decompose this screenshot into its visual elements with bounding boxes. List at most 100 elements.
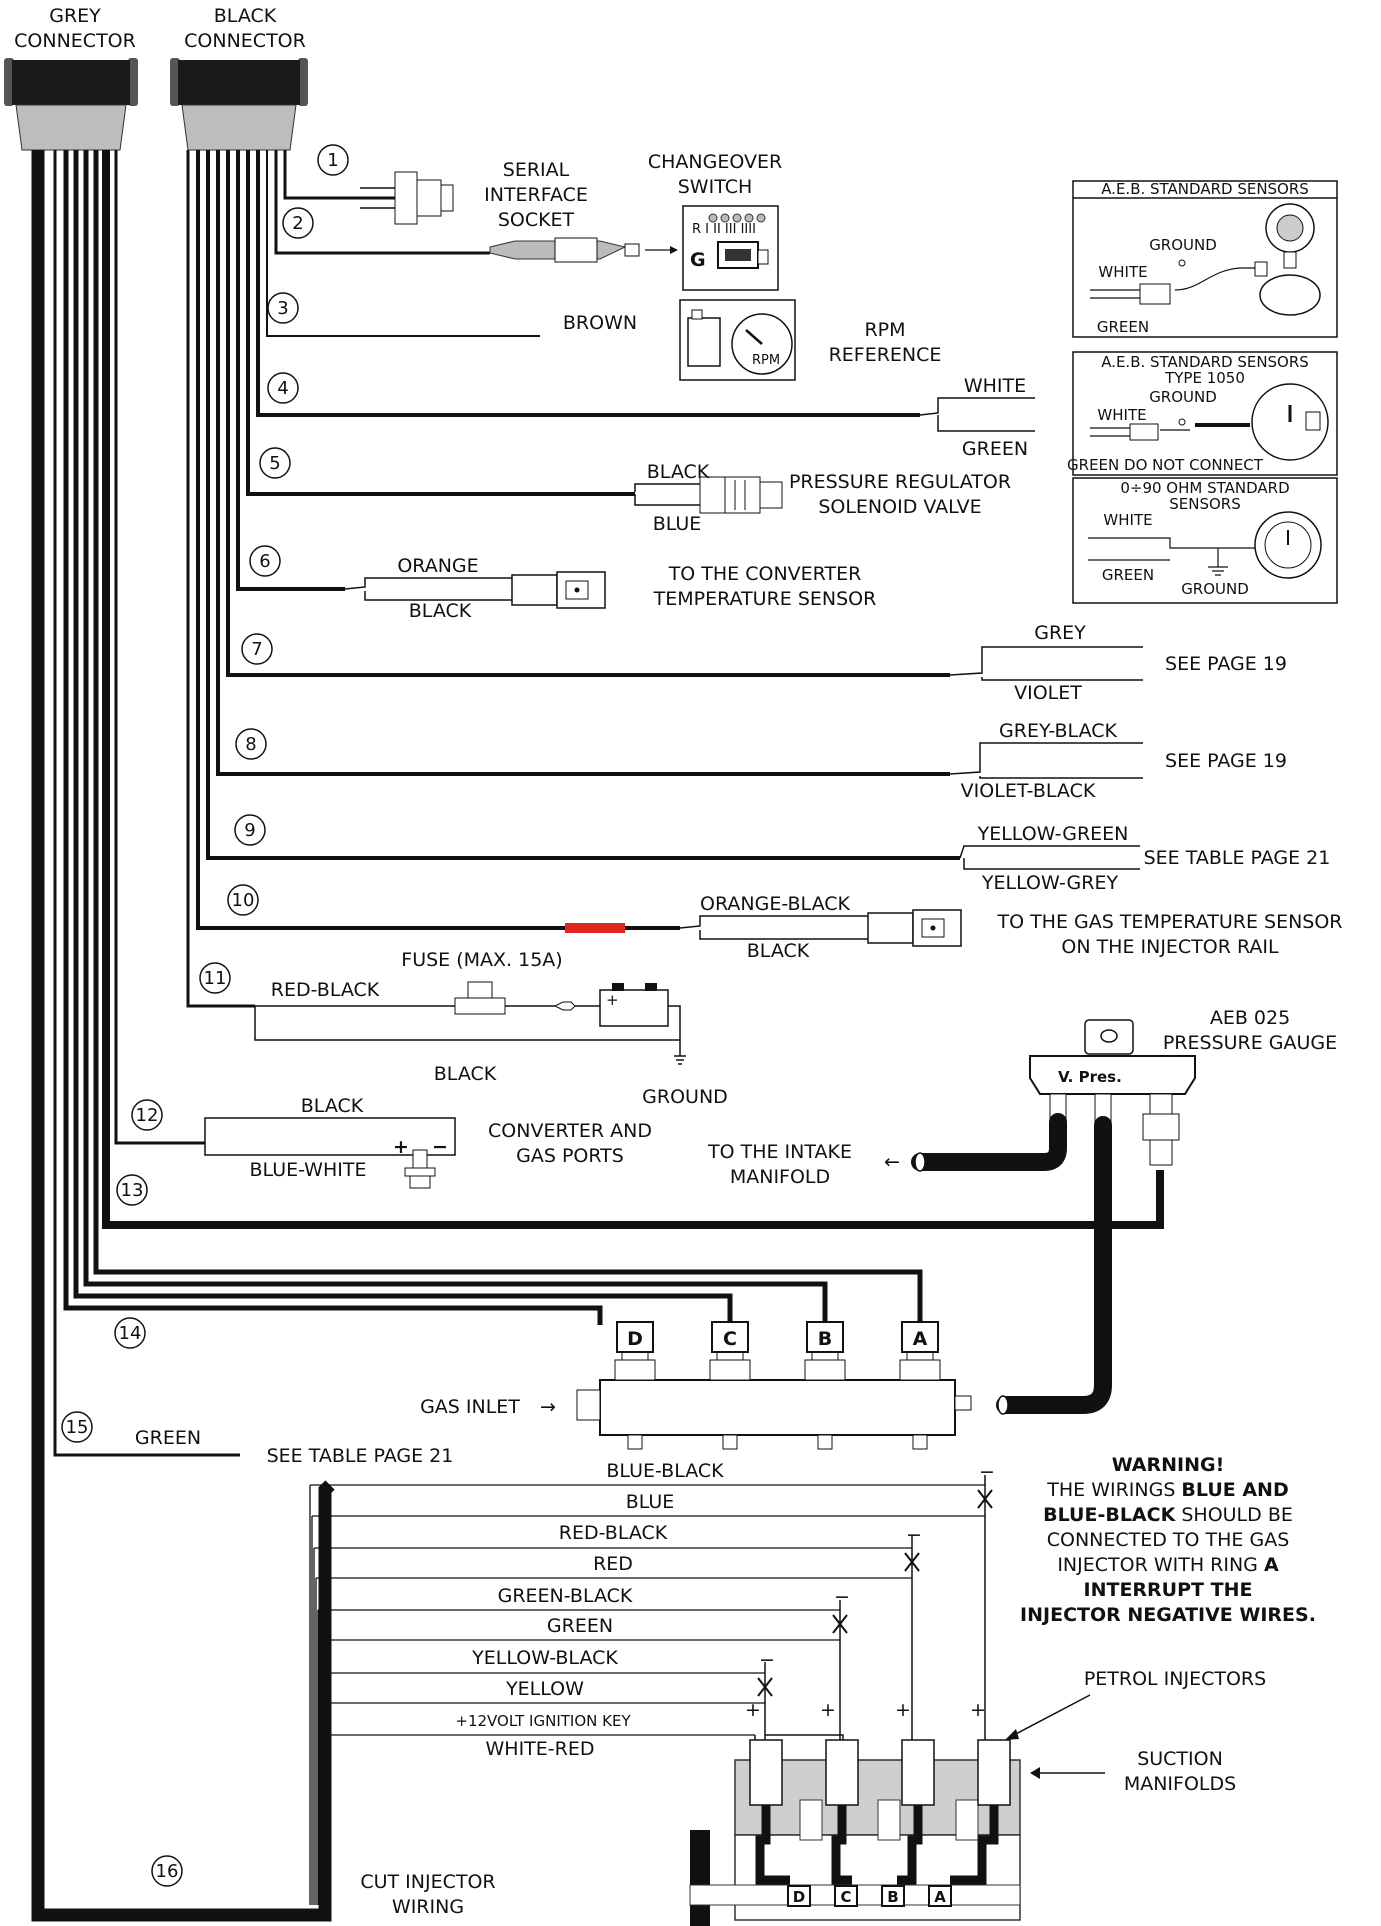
inj-wire-yellow: YELLOW xyxy=(505,1678,584,1700)
wire4-white-label: WHITE xyxy=(964,375,1026,397)
sensor3-green: GREEN xyxy=(1102,566,1154,584)
intake-arrow: ← xyxy=(884,1151,900,1173)
converter-minus: − xyxy=(432,1136,448,1158)
changeover-switch-letters: R I II III IIII xyxy=(692,222,756,237)
sensor3-ground: GROUND xyxy=(1181,580,1249,598)
lower-b: B xyxy=(887,1888,898,1906)
svg-text:−: − xyxy=(834,1586,850,1608)
gas-temp-connector-icon xyxy=(867,909,962,947)
ground-label: GROUND xyxy=(642,1086,728,1108)
num-2: 2 xyxy=(292,213,303,234)
wire10-red-sleeve xyxy=(565,923,625,933)
sensor1-ground: GROUND xyxy=(1149,236,1217,254)
num-15: 15 xyxy=(66,1417,89,1438)
rpm-label-1: RPM xyxy=(864,319,905,341)
gas-inlet-arrow: → xyxy=(540,1396,556,1418)
changeover-label-2: SWITCH xyxy=(678,176,753,198)
suction-label-2: MANIFOLDS xyxy=(1124,1773,1236,1795)
warning-title: WARNING! xyxy=(1112,1454,1225,1476)
num-9: 9 xyxy=(244,820,255,841)
serial-label-2: INTERFACE xyxy=(484,184,588,206)
wire12-blue-white-label: BLUE-WHITE xyxy=(250,1159,367,1181)
suction-label-1: SUCTION xyxy=(1137,1748,1223,1770)
cut-wiring-label-2: WIRING xyxy=(392,1896,464,1918)
serial-label-3: SOCKET xyxy=(498,209,575,231)
sensor3-white: WHITE xyxy=(1103,511,1152,529)
wire11-red-black-label: RED-BLACK xyxy=(271,979,380,1001)
intake-hose xyxy=(911,1113,1067,1171)
svg-text:+: + xyxy=(745,1699,761,1721)
inj-wire-red-black: RED-BLACK xyxy=(559,1522,668,1544)
wire6-orange-label: ORANGE xyxy=(397,555,478,577)
black-connector xyxy=(170,58,308,151)
intake-label-2: MANIFOLD xyxy=(730,1166,830,1188)
svg-text:+: + xyxy=(820,1699,836,1721)
warning-text: WARNING! THE WIRINGS BLUE AND BLUE-BLACK… xyxy=(1020,1454,1316,1626)
wire9-yellow-grey-label: YELLOW-GREY xyxy=(981,872,1119,894)
lower-a: A xyxy=(934,1888,946,1906)
wire7-violet-label: VIOLET xyxy=(1014,682,1082,704)
converter-temp-connector-icon xyxy=(511,571,606,609)
wire8-violet-black-label: VIOLET-BLACK xyxy=(961,780,1096,802)
changeover-label-1: CHANGEOVER xyxy=(648,151,782,173)
rpm-dial-label: RPM xyxy=(752,353,780,368)
cut-wiring-label-1: CUT INJECTOR xyxy=(360,1871,495,1893)
svg-text:BLUE-BLACK SHOULD BE: BLUE-BLACK SHOULD BE xyxy=(1043,1504,1293,1526)
wire10-black-label: BLACK xyxy=(747,940,810,962)
inj-wire-white-red: WHITE-RED xyxy=(486,1738,595,1760)
changeover-switch-icon xyxy=(682,205,779,291)
num-14: 14 xyxy=(119,1323,142,1344)
sensor1-white: WHITE xyxy=(1098,263,1147,281)
converter-temp-label-1: TO THE CONVERTER xyxy=(668,563,862,585)
grey-connector xyxy=(4,58,138,151)
injector-b-label: B xyxy=(818,1328,832,1350)
svg-text:+: + xyxy=(970,1699,986,1721)
sensor3-title: 0÷90 OHM STANDARD xyxy=(1120,479,1289,497)
wire10-orange-black-label: ORANGE-BLACK xyxy=(700,893,850,915)
injector-d-label: D xyxy=(627,1328,643,1350)
num-6: 6 xyxy=(259,551,270,572)
wire11-black-label: BLACK xyxy=(434,1063,497,1085)
black-connector-label-1: BLACK xyxy=(214,5,277,27)
cut-marks xyxy=(757,1489,993,1697)
petrol-injector-bodies xyxy=(749,1739,1011,1885)
petrol-injectors-label: PETROL INJECTORS xyxy=(1084,1668,1266,1690)
pressure-regulator-label-1: PRESSURE REGULATOR xyxy=(789,471,1011,493)
gas-inlet-label: GAS INLET xyxy=(420,1396,520,1418)
wire7-grey-label: GREY xyxy=(1034,622,1086,644)
gauge-label-2: PRESSURE GAUGE xyxy=(1163,1032,1337,1054)
converter-ports-label-2: GAS PORTS xyxy=(516,1145,624,1167)
num-1: 1 xyxy=(327,150,338,171)
wire4-green-label: GREEN xyxy=(962,438,1028,460)
sensor2-subtitle: TYPE 1050 xyxy=(1164,369,1245,387)
svg-text:−: − xyxy=(979,1461,995,1483)
polarity-marks: − − − − + + + + xyxy=(745,1461,995,1721)
wire15-green-label: GREEN xyxy=(135,1427,201,1449)
converter-plus: + xyxy=(393,1136,409,1158)
sensor-box-standard xyxy=(1072,180,1338,338)
grey-connector-wires xyxy=(31,150,1164,1922)
wire-number-circles xyxy=(61,144,349,1887)
wire5-blue-label: BLUE xyxy=(653,513,702,535)
gauge-vpres-label: V. Pres. xyxy=(1058,1068,1122,1086)
sensor-box-type1050 xyxy=(1072,351,1338,476)
pressure-gauge-icon xyxy=(1029,1019,1196,1166)
sensor2-green-nc: GREEN DO NOT CONNECT xyxy=(1067,456,1264,474)
injector-c-label: C xyxy=(723,1328,737,1350)
wire7-see-page: SEE PAGE 19 xyxy=(1165,653,1287,675)
inj-wire-12v: +12VOLT IGNITION KEY xyxy=(455,1712,631,1730)
inj-wire-green-black: GREEN-BLACK xyxy=(498,1585,633,1607)
wire9-yellow-green-label: YELLOW-GREEN xyxy=(977,823,1129,845)
lower-rail-boxes xyxy=(787,1885,952,1907)
num-3: 3 xyxy=(277,298,288,319)
svg-text:INJECTOR NEGATIVE WIRES.: INJECTOR NEGATIVE WIRES. xyxy=(1020,1604,1316,1626)
gas-injector-rail xyxy=(576,1379,972,1450)
pressure-regulator-label-2: SOLENOID VALVE xyxy=(818,496,981,518)
svg-text:INTERRUPT THE: INTERRUPT THE xyxy=(1084,1579,1253,1601)
intake-label-1: TO THE INTAKE xyxy=(707,1141,852,1163)
svg-text:−: − xyxy=(759,1649,775,1671)
wire5-black-label: BLACK xyxy=(647,461,710,483)
lower-d: D xyxy=(793,1888,805,1906)
black-connector-label-2: CONNECTOR xyxy=(184,30,306,52)
gas-temp-label-2: ON THE INJECTOR RAIL xyxy=(1061,936,1279,958)
